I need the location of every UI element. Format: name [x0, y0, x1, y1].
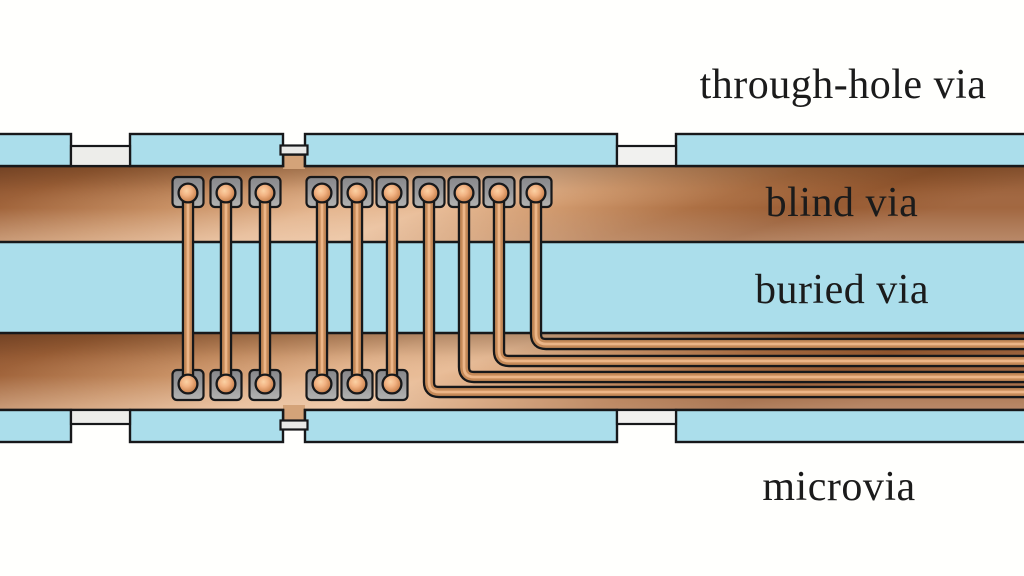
trace-routed-via: [519, 175, 1024, 351]
via-hole-top: [311, 182, 333, 204]
via-hole-top: [177, 182, 199, 204]
via-barrel-highlight: [462, 193, 1024, 379]
top-blue-segment: [128, 132, 285, 168]
via-hole-top: [381, 182, 403, 204]
label-microvia: microvia: [762, 464, 916, 510]
top-blue-segment: [303, 132, 619, 168]
plated-through-via: [171, 175, 205, 402]
label-blind-via: blind via: [765, 180, 919, 226]
via-barrel-highlight: [427, 193, 1024, 394]
via-hole-bottom: [346, 373, 368, 395]
via-hole-top: [215, 182, 237, 204]
vias: [171, 175, 1024, 402]
bottom-blue-segment: [303, 408, 619, 444]
top-seam-cap: [279, 144, 309, 156]
bottom-surface-strip: [615, 408, 678, 426]
plated-through-via: [248, 175, 282, 402]
label-buried-via: buried via: [754, 267, 930, 313]
plated-through-via: [340, 175, 374, 402]
via-hole-top: [453, 182, 475, 204]
trace-routed-via: [447, 175, 1024, 384]
top-blue-segment: [674, 132, 1024, 168]
via-hole-bottom: [381, 373, 403, 395]
via-hole-bottom: [254, 373, 276, 395]
bottom-seam-cap: [279, 419, 309, 431]
bottom-outer-layer: [0, 408, 1024, 444]
via-hole-bottom: [215, 373, 237, 395]
label-through-hole-via: through-hole via: [699, 62, 987, 108]
trace-routed-via: [482, 175, 1024, 368]
plated-through-via: [209, 175, 243, 402]
bottom-blue-segment: [128, 408, 285, 444]
via-hole-bottom: [177, 373, 199, 395]
via-hole-bottom: [311, 373, 333, 395]
via-barrel-highlight: [497, 193, 1024, 363]
via-hole-top: [346, 182, 368, 204]
bottom-blue-segment: [0, 408, 73, 444]
via-hole-top: [488, 182, 510, 204]
plated-through-via: [305, 175, 339, 402]
via-hole-top: [418, 182, 440, 204]
bottom-surface-strip: [69, 408, 132, 426]
core-substrate-layer: [0, 242, 1024, 333]
via-hole-top: [525, 182, 547, 204]
bottom-blue-segment: [674, 408, 1024, 444]
via-barrel-highlight: [534, 193, 1024, 346]
top-surface-strip: [69, 144, 132, 168]
top-surface-strip: [615, 144, 678, 168]
trace-routed-via: [412, 175, 1024, 399]
seam-copper-bottom: [283, 405, 305, 423]
top-outer-layer: [0, 132, 1024, 168]
via-hole-top: [254, 182, 276, 204]
top-blue-segment: [0, 132, 73, 168]
plated-through-via: [375, 175, 409, 402]
